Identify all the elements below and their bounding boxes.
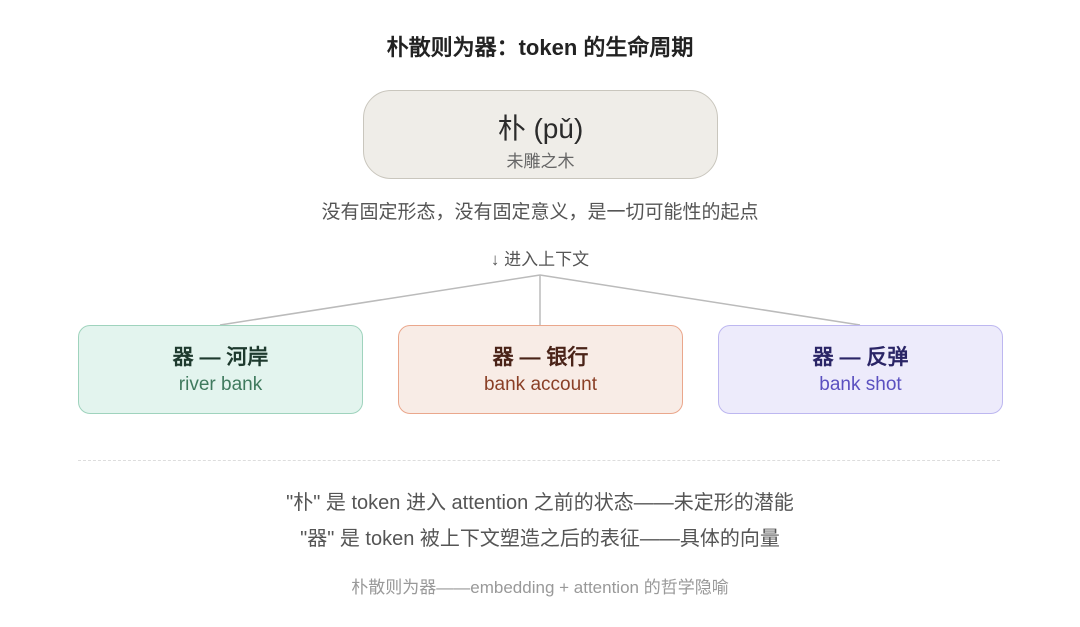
pu-node-title: 朴 (pǔ)	[497, 113, 584, 144]
diagram-title: 朴散则为器：token 的生命周期	[386, 35, 694, 60]
qi-node-bank-account: 器 — 银行 bank account	[398, 325, 683, 414]
note-qi: "器" 是 token 被上下文塑造之后的表征——具体的向量	[300, 528, 780, 550]
footer-caption: 朴散则为器——embedding + attention 的哲学隐喻	[351, 578, 729, 597]
note-pu: "朴" 是 token 进入 attention 之前的状态——未定形的潜能	[286, 492, 794, 514]
qi-node-title: 器 — 反弹	[812, 346, 909, 369]
qi-node-subtitle: bank account	[483, 374, 598, 395]
qi-node-subtitle: bank shot	[819, 374, 902, 395]
connector-line-right	[539, 274, 861, 326]
qi-node-title: 器 — 河岸	[172, 346, 269, 369]
pu-node-subtitle: 未雕之木	[506, 152, 575, 171]
transition-label: ↓ 进入上下文	[490, 250, 590, 269]
pu-description: 没有固定形态，没有固定意义，是一切可能性的起点	[321, 202, 759, 223]
qi-node-title: 器 — 银行	[492, 346, 589, 369]
dashed-divider	[78, 460, 1000, 461]
qi-node-bank-shot: 器 — 反弹 bank shot	[718, 325, 1003, 414]
qi-node-river-bank: 器 — 河岸 river bank	[78, 325, 363, 414]
connector-line-left	[219, 274, 541, 326]
qi-node-subtitle: river bank	[178, 374, 263, 395]
pu-node: 朴 (pǔ) 未雕之木	[363, 90, 718, 179]
